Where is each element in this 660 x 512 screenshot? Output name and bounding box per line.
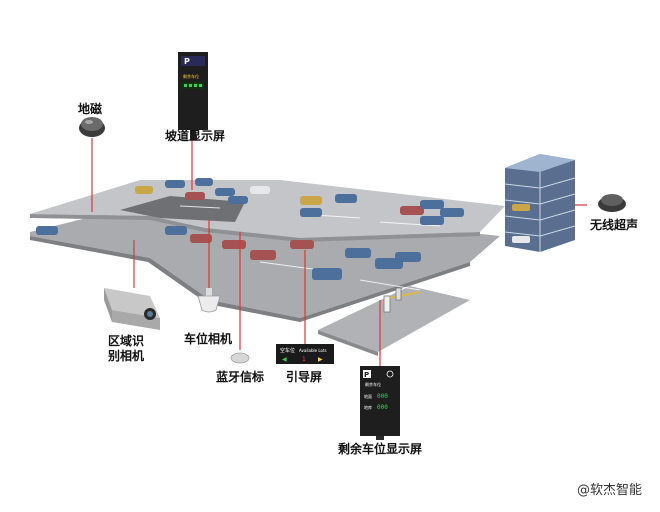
label-bluetooth-beacon: 蓝牙信标 <box>216 370 265 384</box>
remaining-screen-row1-label: 地面 <box>364 393 372 399</box>
watermark: @软杰智能 <box>576 483 642 498</box>
entrance-ramp <box>318 286 470 352</box>
barrier-gate <box>383 287 421 313</box>
zone-recognition-camera-icon <box>104 288 160 330</box>
label-guide-screen: 引导屏 <box>286 370 323 384</box>
geomagnetic-sensor-icon <box>79 117 105 137</box>
label-remaining-screen: 剩余车位显示屏 <box>338 442 423 456</box>
bluetooth-beacon-icon <box>230 352 250 364</box>
label-geomagnetic: 地磁 <box>78 102 103 116</box>
guide-screen-line1-cn: 空车位 <box>280 347 295 354</box>
upper-parking-floor <box>30 180 505 238</box>
ramp-display-screen-icon: P 剩余车位 <box>178 52 208 140</box>
label-wireless-ultrasonic: 无线超声 <box>590 218 639 232</box>
remaining-screen-row2-label: 地库 <box>364 404 372 410</box>
parking-tower <box>504 154 576 252</box>
svg-text:P: P <box>184 57 190 66</box>
upper-floor-edge <box>30 214 480 242</box>
guide-screen-value: 1 <box>302 356 306 363</box>
guide-screen-icon: 空车位 Available Lots ◀ 1 ▶ <box>276 344 334 364</box>
svg-text:P: P <box>364 371 369 379</box>
label-zone-camera: 区域识 别相机 <box>108 334 144 364</box>
ramp-opening <box>120 196 245 222</box>
svg-text:◀: ◀ <box>282 356 287 363</box>
cars-upper <box>36 178 464 235</box>
remaining-spaces-screen-icon: P 剩余车位 地面 000 地库 000 <box>360 366 400 440</box>
label-zone-camera-line2: 别相机 <box>108 349 145 363</box>
lower-floor-edge <box>30 236 470 322</box>
guide-screen-line1-en: Available Lots <box>299 348 327 353</box>
remaining-screen-header: 剩余车位 <box>365 381 381 387</box>
space-camera-icon <box>197 288 221 313</box>
label-ramp-screen: 坡道显示屏 <box>165 129 226 143</box>
ramp-screen-header: 剩余车位 <box>183 73 199 79</box>
svg-text:▶: ▶ <box>318 356 323 363</box>
wireless-ultrasonic-sensor-icon <box>598 194 626 212</box>
label-zone-camera-line1: 区域识 <box>108 334 145 348</box>
cars-lower <box>165 226 421 280</box>
label-space-camera: 车位相机 <box>184 332 233 346</box>
entrance-ramp-edge <box>318 330 378 356</box>
remaining-screen-row1-value: 000 <box>377 393 388 400</box>
remaining-screen-row2-value: 000 <box>377 404 388 411</box>
